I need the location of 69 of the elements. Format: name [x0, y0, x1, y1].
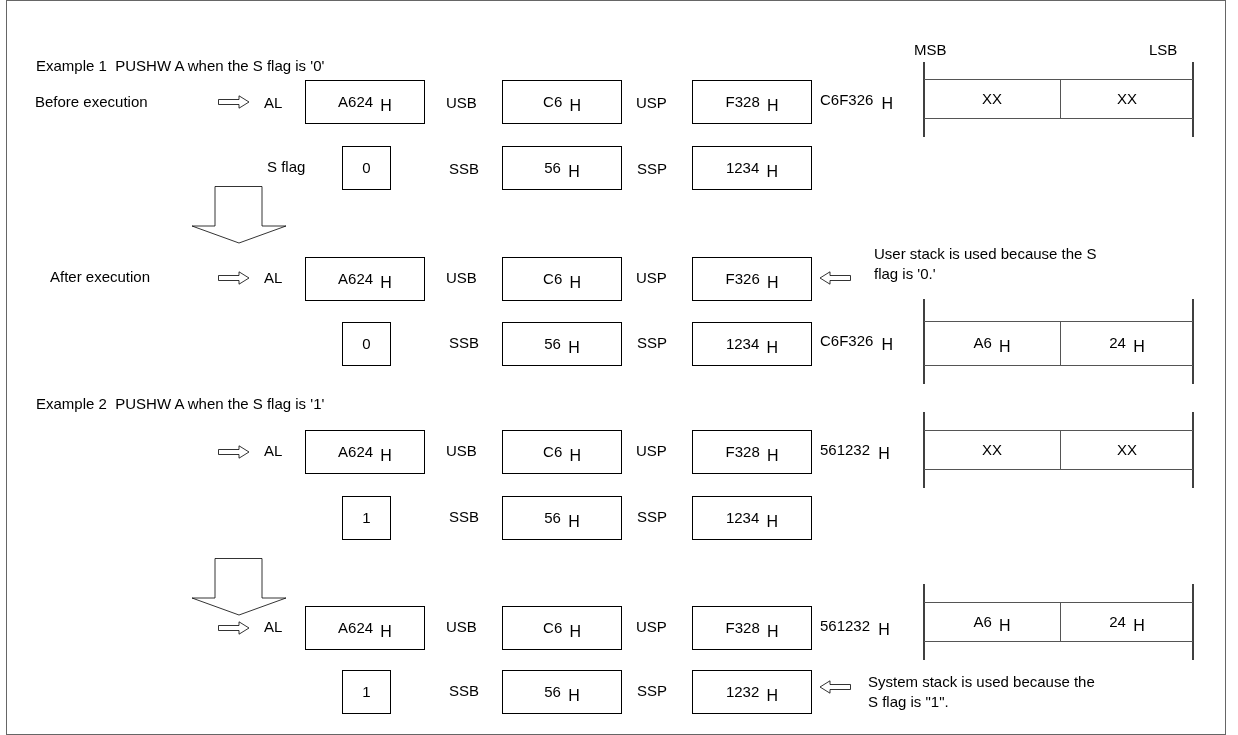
stack-cell — [924, 602, 1060, 642]
register-box — [502, 670, 622, 714]
label-text: AL — [264, 93, 283, 113]
stack-cell — [1060, 321, 1193, 366]
label-text: USB — [446, 441, 477, 461]
label-text: System stack is used because the S flag is "1". — [868, 672, 1096, 712]
label-text: SSB — [449, 507, 479, 527]
label-text: USP — [636, 441, 667, 461]
label-text: SSB — [449, 681, 479, 701]
stack-cell — [1060, 79, 1193, 119]
label-text: After execution — [50, 267, 151, 287]
register-box — [305, 606, 425, 650]
register-box — [502, 430, 622, 474]
stack-cell — [924, 79, 1060, 119]
register-box — [305, 257, 425, 301]
value-text: 0 — [362, 333, 371, 354]
label-text: SSB — [449, 159, 479, 179]
label-text: User stack is used because the S flag is '0.' — [874, 244, 1098, 284]
register-box — [692, 430, 812, 474]
register-box — [692, 670, 812, 714]
label-text: USP — [636, 268, 667, 288]
label-text: USB — [446, 617, 477, 637]
label-text: S flag — [267, 157, 306, 177]
label-text: Example 1 PUSHW A when the S flag is '0' — [36, 56, 325, 76]
register-box — [502, 146, 622, 190]
label-text: SSP — [637, 681, 667, 701]
value-text: XX — [982, 88, 1002, 109]
label-text: Example 2 PUSHW A when the S flag is '1' — [36, 394, 325, 414]
value-text: 0 — [362, 157, 371, 178]
value-text: XX — [1117, 439, 1137, 460]
register-box — [692, 146, 812, 190]
register-box — [502, 322, 622, 366]
stack-cell — [1060, 430, 1193, 470]
register-box — [692, 606, 812, 650]
label-text: SSP — [637, 507, 667, 527]
register-box — [342, 322, 391, 366]
stack-cell — [1060, 602, 1193, 642]
register-box — [305, 80, 425, 124]
label-text: USP — [636, 93, 667, 113]
label-text: SSP — [637, 333, 667, 353]
label-text: AL — [264, 441, 283, 461]
label-text: USB — [446, 268, 477, 288]
register-box — [502, 80, 622, 124]
register-box — [502, 257, 622, 301]
register-box — [502, 496, 622, 540]
register-box — [692, 257, 812, 301]
register-box — [305, 430, 425, 474]
value-text: XX — [982, 439, 1002, 460]
label-text: AL — [264, 268, 283, 288]
value-text: 1 — [362, 507, 371, 528]
label-text: Before execution — [35, 92, 148, 112]
stack-cell — [924, 321, 1060, 366]
label-text: SSP — [637, 159, 667, 179]
register-box — [342, 146, 391, 190]
register-box — [692, 80, 812, 124]
value-text: XX — [1117, 88, 1137, 109]
register-box — [342, 496, 391, 540]
register-box — [502, 606, 622, 650]
register-box — [342, 670, 391, 714]
label-text: SSB — [449, 333, 479, 353]
label-text: USP — [636, 617, 667, 637]
label-text: MSB — [914, 40, 947, 60]
stack-cell — [924, 430, 1060, 470]
label-text: USB — [446, 93, 477, 113]
label-text: AL — [264, 617, 283, 637]
value-text: 1 — [362, 681, 371, 702]
register-box — [692, 496, 812, 540]
label-text: LSB — [1149, 40, 1178, 60]
register-box — [692, 322, 812, 366]
